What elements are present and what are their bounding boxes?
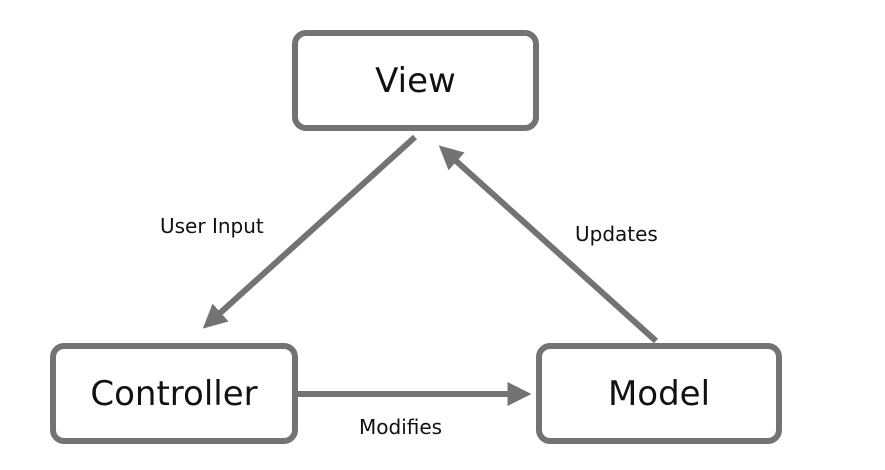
modifies-label: Modifies [359, 415, 443, 439]
arrow-view-to-controller [202, 134, 418, 329]
updates-label: Updates [575, 222, 658, 246]
controller-node-label: Controller [90, 373, 258, 414]
view-node: View [292, 30, 539, 131]
model-node: Model [536, 343, 782, 444]
user-input-label: User Input [160, 214, 264, 238]
controller-node: Controller [50, 343, 298, 444]
view-node-label: View [375, 60, 456, 101]
arrow-model-to-view [438, 145, 659, 344]
model-node-label: Model [607, 373, 711, 414]
